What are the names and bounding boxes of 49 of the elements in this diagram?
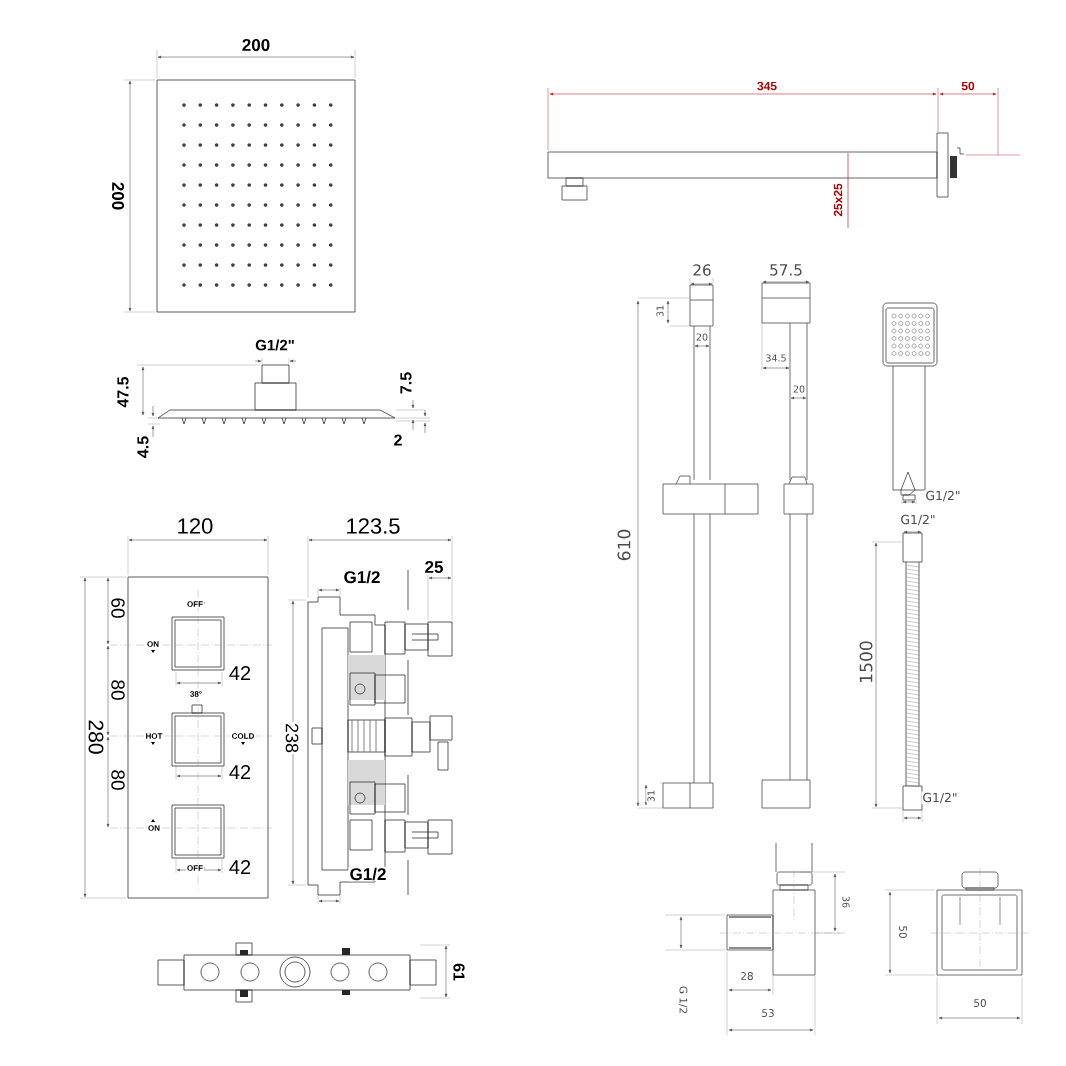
control-marking: OFF [186,600,204,608]
dimension-label: 47.5 [116,375,130,409]
dimension-label: G1/2 [348,866,388,882]
control-marking: COLD [230,732,256,740]
dimension-label: 4.5 [136,434,150,460]
dimension-label: 200 [111,180,125,212]
control-marking: OFF [186,864,204,872]
dimension-label: 280 [87,718,105,756]
dimension-label: G1/2 [342,569,382,585]
dimension-label: 123.5 [344,517,402,535]
dimension-label: G1/2" [254,338,296,352]
dimension-label: 42 [227,764,253,780]
dimension-label: 120 [175,517,215,535]
dimension-label: 26 [691,263,713,277]
dimension-label: 1500 [858,639,874,685]
dimension-label: 2 [392,433,404,447]
dimension-label: 7.5 [399,370,413,396]
control-marking: 38° [188,690,204,698]
dimension-label: 42 [227,665,253,681]
dimension-label: 80 [110,768,126,792]
dimension-label: 345 [756,80,778,92]
control-marking: ON [146,640,160,648]
control-marking: HOT [144,732,164,740]
dimension-label: 200 [240,38,272,52]
dimension-label: 50 [972,998,988,1008]
dimension-label: 60 [110,596,126,620]
dimension-label: 50 [898,924,908,940]
dimension-label: G1/2" [924,489,962,503]
dimension-label: 53 [760,1008,776,1018]
dimension-label: 238 [284,722,300,755]
dimension-label: 34.5 [764,353,788,363]
dimension-label: 610 [616,527,632,563]
dimension-label: G1/2" [899,513,937,527]
dimension-label: G 1/2 [677,984,689,1016]
control-marking: ON [147,824,161,832]
dimension-label: G1/2" [921,791,959,805]
dimension-label: 20 [694,332,710,342]
dimension-label: 25x25 [832,182,844,218]
dimension-label: 61 [452,962,466,982]
dimension-label: 50 [960,80,976,92]
dimension-label: 57.5 [768,263,804,277]
dimension-label: 31 [655,303,665,319]
dimension-label: 31 [646,788,656,804]
dimension-label: 42 [227,859,253,875]
dimension-label: 80 [110,678,126,702]
dimension-label: 25 [423,560,445,575]
dimension-label: 20 [791,384,807,394]
dimension-label: 36 [841,894,851,910]
dimension-label: 28 [739,971,755,981]
